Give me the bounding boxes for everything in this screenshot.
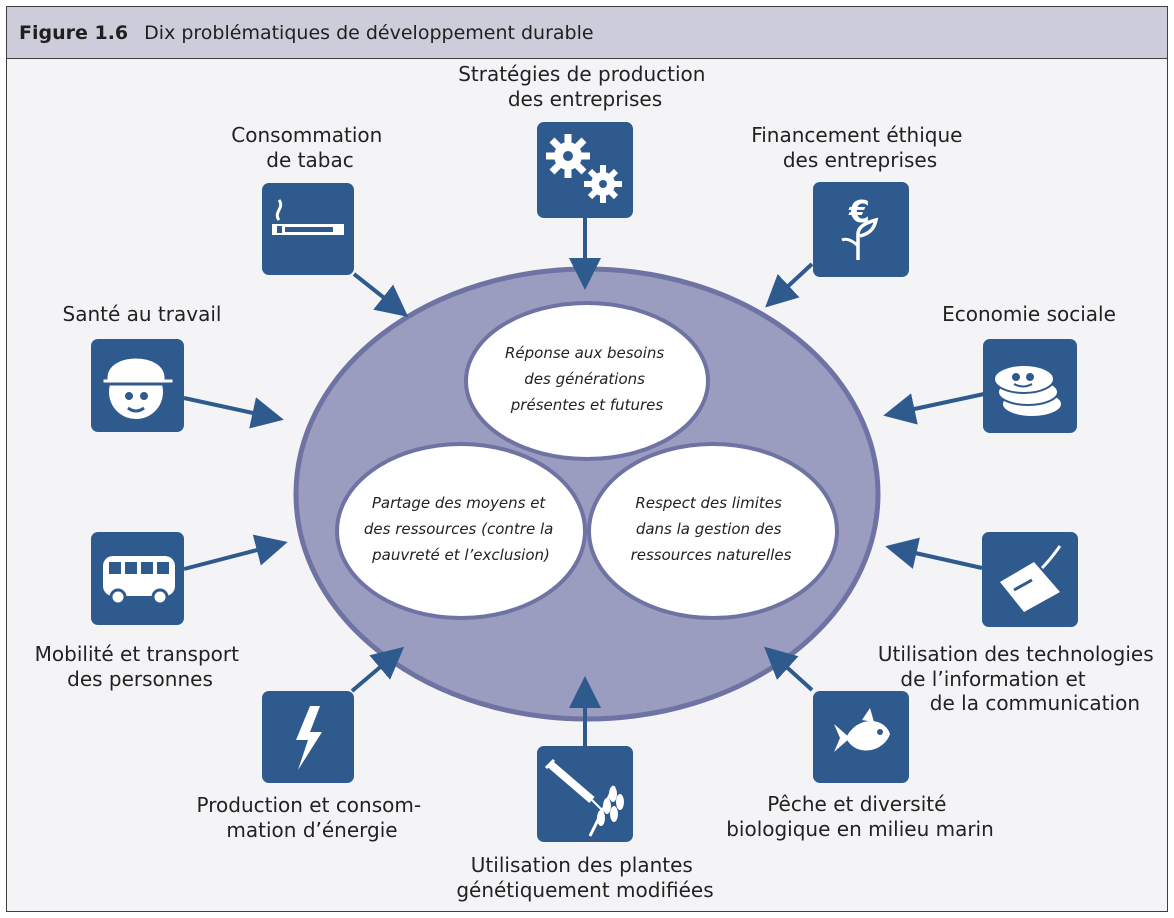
label-line: des personnes [67,667,213,691]
label-line: Economie sociale [942,302,1116,326]
label-line: des entreprises [783,148,937,172]
tile-social-economy [983,339,1077,433]
label-line: des entreprises [508,87,662,111]
label-line: de l’information et [900,667,1085,691]
gears-icon [546,134,622,203]
tile-tobacco [262,183,354,275]
tile-gmo [537,746,633,842]
label-line: Utilisation des plantes [471,853,693,877]
sharing-text-line: pauvreté et l’exclusion) [371,546,550,564]
limits-circle [587,442,839,620]
figure-label: Figure 1.6 [19,21,129,44]
limits-text-line: ressources naturelles [631,546,792,564]
cigarette-icon [272,199,344,235]
arrow-social-economy [883,392,985,425]
limits-text-line: dans la gestion des [636,520,782,538]
label-line: de tabac [266,148,353,172]
needs-text: Réponse aux besoins des générations prés… [505,344,669,414]
label-line: de la communication [930,691,1140,715]
tile-ethical-finance: € [813,182,909,277]
needs-text-line: des générations [524,370,645,388]
syringe-wheat-icon [544,758,624,837]
label-ict: Utilisation des technologies de l’inform… [878,642,1160,715]
fish-icon [834,708,890,752]
arrow-ethical-finance [765,262,814,308]
label-line: biologique en milieu marin [726,817,994,841]
tile-ict [982,532,1078,627]
figure-header: Figure 1.6 Dix problématiques de dévelop… [7,7,1167,59]
sharing-circle [335,442,587,620]
label-gmo: Utilisation des plantes génétiquement mo… [456,853,713,902]
label-line: génétiquement modifiées [456,878,713,902]
arrow-energy [350,646,405,693]
tile-fishing [813,691,909,783]
svg-text:€: € [848,195,870,230]
limits-text: Respect des limites dans la gestion des … [631,494,792,564]
tile-mobility [91,532,184,625]
label-fishing: Pêche et diversité biologique en milieu … [726,792,994,841]
mouse-icon [1000,545,1062,612]
label-energy: Production et consom- mation d’énergie [197,793,428,842]
worker-helmet-icon [100,355,176,419]
label-line: Pêche et diversité [767,792,946,816]
arrow-ict [885,537,983,570]
lightning-icon [296,706,322,770]
arrow-mobility [183,534,288,571]
needs-circle [464,301,710,461]
euro-plant-icon: € [841,195,879,260]
limits-text-line: Respect des limites [635,494,782,512]
figure-title: Dix problématiques de développement dura… [144,21,594,44]
label-line: Utilisation des technologies [878,642,1154,666]
label-line: Financement éthique [751,123,962,147]
label-health-work: Santé au travail [63,302,222,326]
sharing-text-line: Partage des moyens et [372,494,547,512]
sharing-text: Partage des moyens et des ressources (co… [364,494,558,564]
label-social-economy: Economie sociale [942,302,1116,326]
label-line: Consommation [231,123,382,147]
label-line: Santé au travail [63,302,222,326]
coins-icon [993,364,1063,418]
sharing-text-line: des ressources (contre la [364,520,553,538]
label-line: Mobilité et transport [35,642,239,666]
tile-health-work [91,339,184,432]
tile-production-strategies [537,122,633,218]
arrow-fishing [764,646,814,692]
needs-text-line: Réponse aux besoins [505,344,664,362]
bus-icon [103,556,175,606]
arrow-tobacco [352,272,409,317]
label-ethical-finance: Financement éthique des entreprises [751,123,969,172]
label-mobility: Mobilité et transport des personnes [35,642,246,691]
label-line: mation d’énergie [226,818,397,842]
label-tobacco: Consommation de tabac [231,123,388,172]
needs-text-line: présentes et futures [510,396,664,414]
label-line: Stratégies de production [458,62,705,86]
arrow-health-work [183,396,284,429]
label-line: Production et consom- [197,793,422,817]
tile-energy [262,691,354,783]
label-production-strategies: Stratégies de production des entreprises [458,62,712,111]
